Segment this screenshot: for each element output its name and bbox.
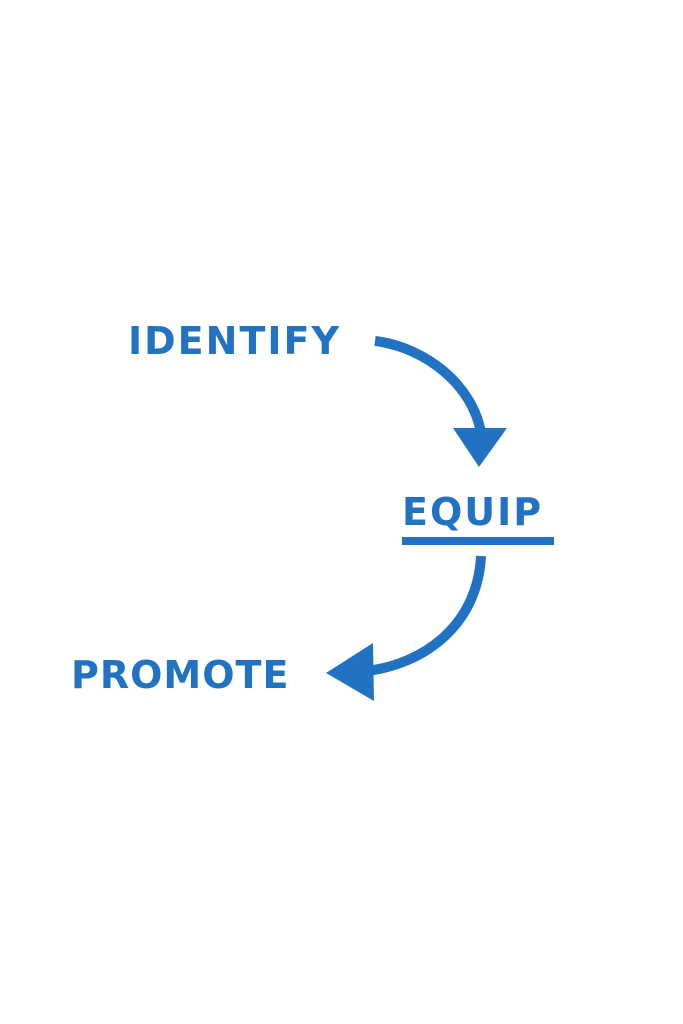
arrow-head: [326, 643, 374, 701]
step-label-equip: EQUIP: [402, 490, 544, 534]
arrow-identify-to-equip: [374, 336, 507, 467]
arrow-shaft: [374, 336, 486, 434]
arrow-equip-to-promote: [326, 555, 486, 701]
equip-underline: [402, 537, 554, 545]
arrow-shaft: [359, 555, 486, 677]
arrow-head: [453, 428, 507, 467]
step-label-promote: PROMOTE: [71, 653, 290, 697]
step-label-identify: IDENTIFY: [128, 319, 341, 363]
